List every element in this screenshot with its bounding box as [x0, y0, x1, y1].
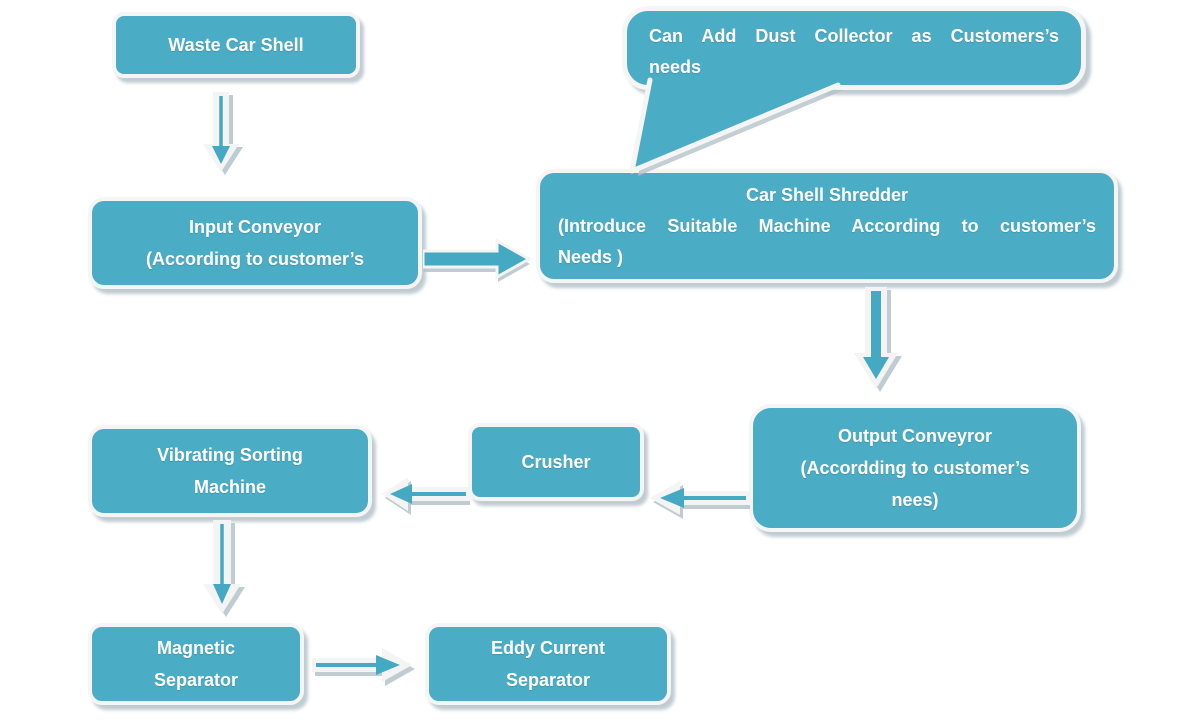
node-output-conveyror: Output Conveyror (Accordding to customer…: [749, 404, 1081, 532]
node-waste-car-shell: Waste Car Shell: [112, 12, 360, 78]
callout-bubble: Can Add Dust Collector as Customers’s ne…: [622, 6, 1086, 90]
arrow-down-icon: [203, 92, 243, 175]
arrow-down-icon: [203, 520, 245, 617]
node-label: Input Conveyor: [188, 217, 321, 237]
node-vibrating-sorting-machine: Vibrating Sorting Machine: [88, 425, 372, 517]
callout-tail-icon: [629, 77, 844, 176]
node-car-shell-shredder: Car Shell Shredder (Introduce Suitable M…: [536, 169, 1118, 283]
callout-text: needs: [649, 57, 702, 77]
arrow-right-icon: [312, 648, 415, 686]
node-label: Needs ): [558, 246, 624, 267]
node-label: Machine: [193, 477, 267, 497]
node-label: Crusher: [521, 452, 591, 472]
arrow-left-icon: [382, 477, 470, 515]
node-label: Magnetic: [156, 638, 235, 658]
node-label: nees): [891, 490, 939, 510]
node-label: Separator: [505, 670, 591, 690]
arrow-left-icon: [650, 481, 750, 519]
node-label: Separator: [153, 670, 239, 690]
node-label: Vibrating Sorting: [157, 445, 303, 465]
arrow-down-icon: [854, 287, 902, 392]
node-magnetic-separator: Magnetic Separator: [88, 623, 304, 705]
node-label: Eddy Current: [490, 638, 605, 658]
node-input-conveyor: Input Conveyor (According to customer’s: [88, 197, 422, 289]
node-eddy-current-separator: Eddy Current Separator: [425, 623, 671, 705]
node-label: (Introduce Suitable Machine According to…: [558, 215, 1096, 236]
node-label: Waste Car Shell: [168, 35, 304, 55]
node-label: (Accordding to customer’s: [800, 458, 1030, 478]
node-crusher: Crusher: [468, 423, 644, 501]
arrow-right-icon: [423, 238, 533, 282]
node-label: Car Shell Shredder: [745, 184, 909, 205]
callout-text: Can Add Dust Collector as Customers’s: [649, 26, 1059, 46]
node-label: (According to customer’s: [145, 249, 365, 269]
node-label: Output Conveyror: [837, 426, 992, 446]
